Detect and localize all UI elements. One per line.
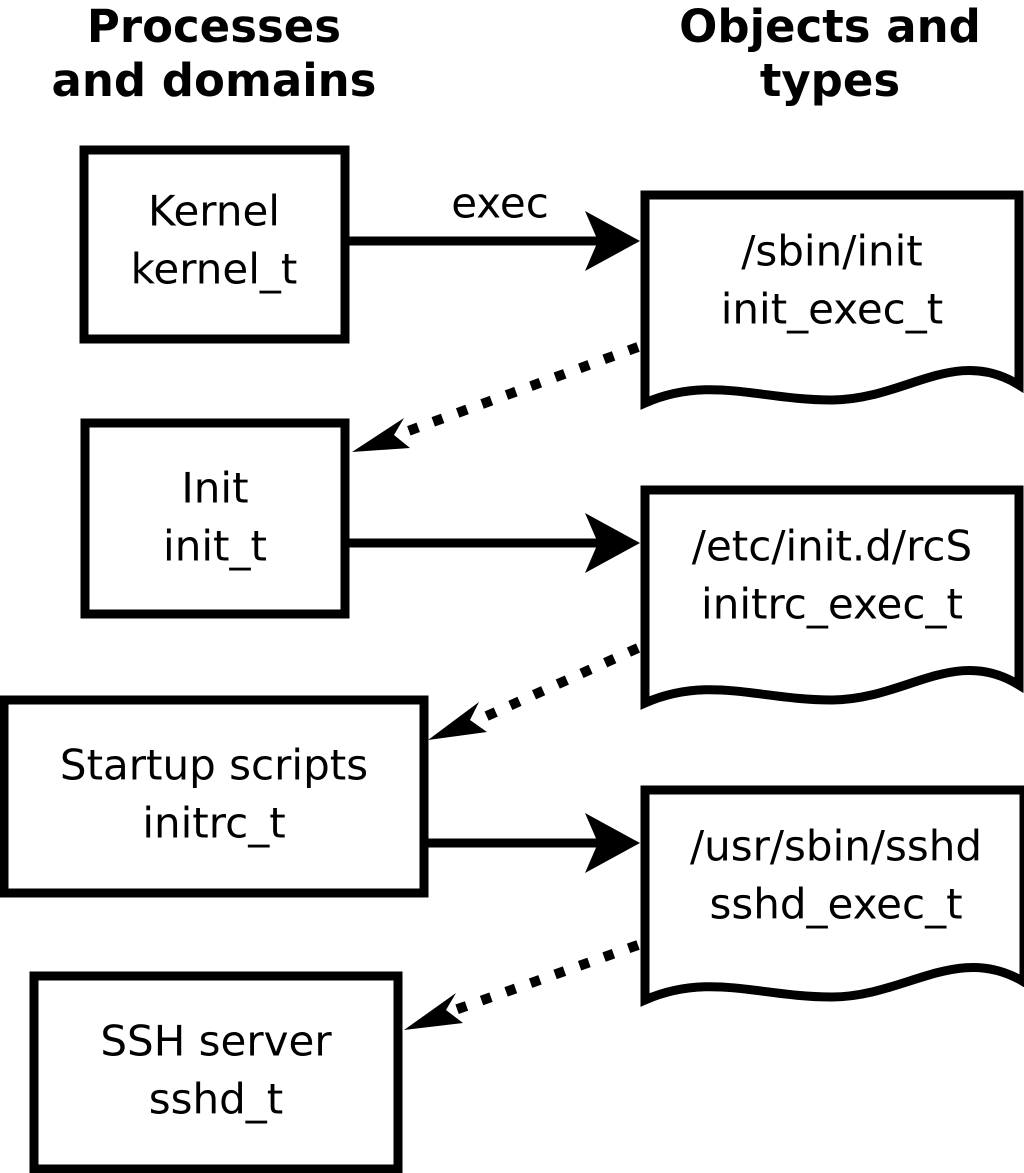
arrowhead-initrc-exec-transition xyxy=(428,702,487,740)
node-startup-scripts-line1: Startup scripts xyxy=(60,741,368,790)
edge-init-exec-transition-init xyxy=(352,342,640,452)
arrowhead-kernel-exec xyxy=(585,211,640,271)
node-kernel[interactable]: Kernel kernel_t xyxy=(79,145,350,344)
node-ssh-server-line1: SSH server xyxy=(100,1017,332,1066)
node-ssh-server[interactable]: SSH server sshd_t xyxy=(29,971,403,1173)
node-init-line1: Init xyxy=(181,464,248,513)
node-etc-initd-rcs-doc[interactable] xyxy=(640,485,1024,710)
node-sbin-init-line1: /sbin/init xyxy=(741,227,923,276)
column-header-processes: Processes and domains xyxy=(52,0,377,107)
column-header-processes-line2: and domains xyxy=(52,54,377,107)
node-startup-scripts[interactable]: Startup scripts initrc_t xyxy=(0,695,429,898)
node-usr-sbin-sshd-line2: sshd_exec_t xyxy=(709,880,962,929)
column-header-processes-line1: Processes xyxy=(87,0,341,53)
edge-init-exec-initrc-exec xyxy=(349,513,640,573)
node-etc-initd-rcs-line1: /etc/init.d/rcS xyxy=(692,522,972,571)
node-usr-sbin-sshd-line1: /usr/sbin/sshd xyxy=(690,822,982,871)
node-startup-scripts-box[interactable] xyxy=(0,695,429,898)
node-ssh-server-box[interactable] xyxy=(29,971,403,1173)
column-header-objects-line1: Objects and xyxy=(679,0,981,53)
column-header-objects-line2: types xyxy=(760,54,900,107)
edge-line-sshd-exec-transition xyxy=(453,940,640,1015)
arrowhead-init-exec-transition xyxy=(352,418,410,452)
edge-label-exec: exec xyxy=(451,179,549,228)
node-etc-initd-rcs-line2: initrc_exec_t xyxy=(701,580,963,629)
column-header-objects: Objects and types xyxy=(679,0,981,107)
arrowhead-sshd-exec-transition xyxy=(404,993,463,1030)
node-ssh-server-line2: sshd_t xyxy=(149,1075,284,1124)
node-sbin-init-doc[interactable] xyxy=(640,190,1024,410)
node-kernel-line2: kernel_t xyxy=(131,245,298,294)
node-usr-sbin-sshd-doc[interactable] xyxy=(640,785,1024,1007)
edge-kernel-exec-init-exec: exec xyxy=(349,179,640,271)
node-etc-initd-rcs[interactable]: /etc/init.d/rcS initrc_exec_t xyxy=(640,485,1024,710)
node-init[interactable]: Init init_t xyxy=(80,418,350,619)
node-init-box[interactable] xyxy=(80,418,350,619)
edge-initrc-exec-transition-initrc xyxy=(428,643,641,740)
node-startup-scripts-line2: initrc_t xyxy=(142,799,285,848)
node-usr-sbin-sshd[interactable]: /usr/sbin/sshd sshd_exec_t xyxy=(640,785,1024,1007)
edge-line-initrc-exec-transition xyxy=(475,643,641,725)
node-sbin-init[interactable]: /sbin/init init_exec_t xyxy=(640,190,1024,410)
node-sbin-init-line2: init_exec_t xyxy=(721,285,944,334)
node-kernel-box[interactable] xyxy=(79,145,350,344)
edge-line-init-exec-transition xyxy=(398,342,640,439)
node-kernel-line1: Kernel xyxy=(148,187,280,236)
edge-initrc-exec-sshd-exec xyxy=(428,813,640,873)
arrowhead-initrc-exec xyxy=(585,813,640,873)
node-init-line2: init_t xyxy=(163,522,267,571)
edge-sshd-exec-transition-sshd xyxy=(404,940,640,1030)
arrowhead-init-exec xyxy=(585,513,640,573)
